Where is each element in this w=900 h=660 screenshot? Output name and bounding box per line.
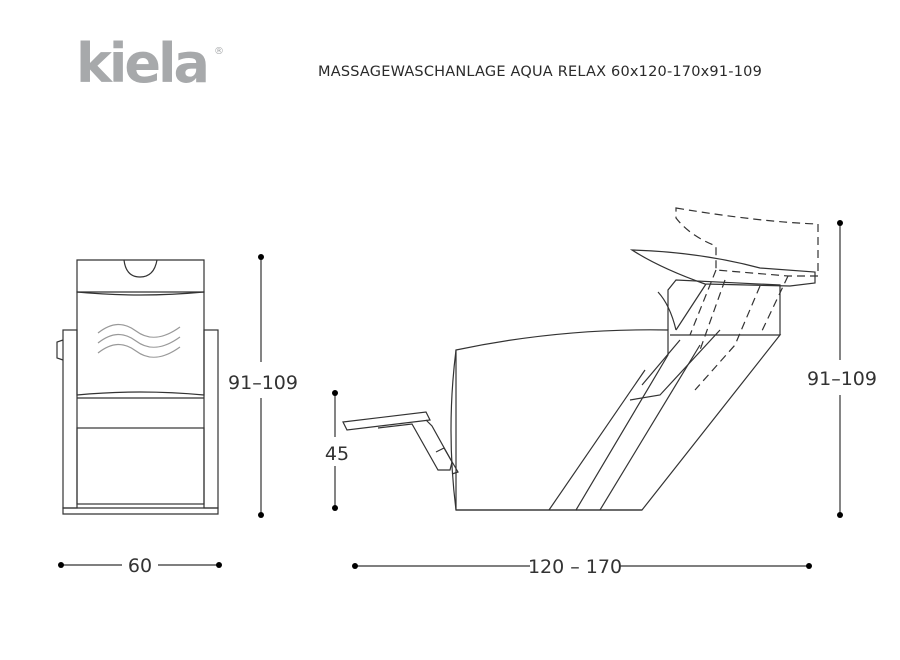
page-title: MASSAGEWASCHANLAGE AQUA RELAX 60x120-170… <box>318 64 762 80</box>
front-left-post <box>62 329 78 509</box>
front-seat-cushion <box>76 427 205 505</box>
side-footrest-hinge <box>435 447 459 475</box>
front-right-post <box>203 329 219 509</box>
side-backrest-line-3 <box>576 334 782 511</box>
side-basin-lower <box>629 249 816 287</box>
side-neck-support <box>657 291 677 331</box>
dimension-side-height <box>837 220 843 518</box>
side-backrest-inner <box>641 339 681 386</box>
front-basin-outline <box>76 259 205 293</box>
side-raised-support-4 <box>699 279 726 351</box>
side-footrest-arm <box>377 419 453 471</box>
logo-wordmark: kiela <box>76 32 207 95</box>
dimension-footrest-height-label: 45 <box>325 443 349 465</box>
dimension-front-width-label: 60 <box>128 555 152 577</box>
side-raised-support-1 <box>689 269 717 336</box>
dimension-footrest-height <box>332 390 338 511</box>
side-basin-raised <box>675 207 819 277</box>
dimension-side-length-label: 120 – 170 <box>528 556 622 578</box>
logo-registered-mark: ® <box>214 46 224 57</box>
front-wave-3 <box>97 343 181 358</box>
dimension-side-length <box>352 563 812 569</box>
dimension-side-height-label: 91–109 <box>807 368 877 390</box>
side-backrest-upper <box>667 279 781 335</box>
front-view-chair <box>56 259 219 515</box>
front-neck-notch <box>123 259 158 278</box>
dimension-front-width <box>58 562 222 568</box>
dimension-front-height-label: 91–109 <box>228 372 298 394</box>
front-backrest <box>76 291 205 396</box>
side-raised-support-3 <box>694 285 761 391</box>
side-backrest-line-1 <box>548 369 646 511</box>
side-main-body <box>455 329 669 511</box>
side-basin-support <box>675 283 707 331</box>
front-base <box>62 507 219 515</box>
side-body-front-curve <box>450 349 457 511</box>
dimension-front-height <box>258 254 264 518</box>
side-raised-support-2 <box>759 275 789 336</box>
side-footrest-pad <box>342 411 431 431</box>
brand-logo: kiela ® <box>76 32 224 95</box>
side-backrest-line-2 <box>599 344 701 511</box>
side-backrest-inner-2 <box>629 329 721 401</box>
front-wave-1 <box>97 323 181 338</box>
front-lever-knob <box>56 339 64 361</box>
side-raised-position-dashed <box>675 207 819 391</box>
side-view-chair <box>342 249 816 511</box>
front-wave-2 <box>97 333 181 348</box>
